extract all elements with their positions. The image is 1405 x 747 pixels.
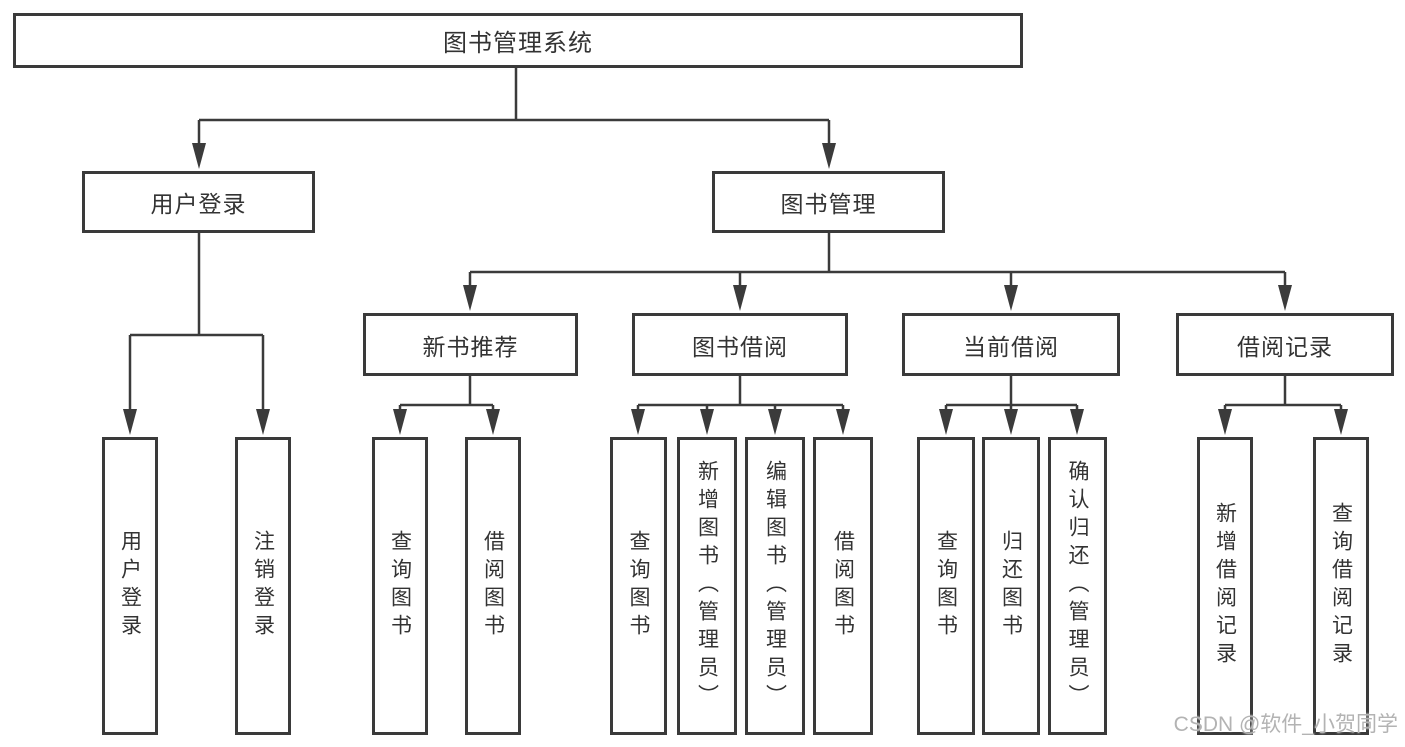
csdn-watermark: CSDN @软件_小贺同学 bbox=[1173, 713, 1398, 736]
leaf-current-confirm-return-admin: 确认归还（管理员） bbox=[1048, 437, 1107, 735]
node-user-login: 用户登录 bbox=[82, 171, 315, 233]
leaf-recommend-borrow-books: 借阅图书 bbox=[465, 437, 521, 735]
leaf-current-return-books: 归还图书 bbox=[982, 437, 1040, 735]
node-book-management: 图书管理 bbox=[712, 171, 945, 233]
node-label: 查询图书 bbox=[627, 530, 650, 642]
node-label: 编辑图书（管理员） bbox=[763, 460, 787, 712]
node-label: 借阅图书 bbox=[831, 530, 855, 642]
node-book-borrow: 图书借阅 bbox=[632, 313, 848, 376]
leaf-borrow-borrow-books: 借阅图书 bbox=[813, 437, 873, 735]
node-label: 确认归还（管理员） bbox=[1066, 460, 1089, 712]
node-label: 查询图书 bbox=[388, 530, 412, 642]
node-label: 注销登录 bbox=[251, 530, 275, 642]
node-label: 借阅图书 bbox=[481, 530, 505, 642]
leaf-user-login: 用户登录 bbox=[102, 437, 158, 735]
node-label: 新增图书（管理员） bbox=[695, 460, 719, 712]
node-label: 查询图书 bbox=[934, 530, 958, 642]
leaf-records-add-record: 新增借阅记录 bbox=[1197, 437, 1253, 735]
node-label: 图书借阅 bbox=[692, 333, 788, 360]
node-label: 新增借阅记录 bbox=[1213, 502, 1237, 670]
node-label: 用户登录 bbox=[118, 530, 142, 642]
node-label: 图书管理 bbox=[780, 191, 877, 217]
node-label: 新书推荐 bbox=[422, 333, 519, 360]
node-label: 图书管理系统 bbox=[443, 30, 593, 57]
node-library-management-system: 图书管理系统 bbox=[13, 13, 1023, 68]
leaf-logout: 注销登录 bbox=[235, 437, 291, 735]
leaf-borrow-query-books: 查询图书 bbox=[610, 437, 667, 735]
node-new-book-recommend: 新书推荐 bbox=[363, 313, 578, 376]
node-borrow-records: 借阅记录 bbox=[1176, 313, 1394, 376]
node-label: 归还图书 bbox=[999, 530, 1023, 642]
leaf-current-query-books: 查询图书 bbox=[917, 437, 975, 735]
leaf-recommend-query-books: 查询图书 bbox=[372, 437, 428, 735]
node-label: 用户登录 bbox=[150, 191, 247, 217]
node-label: 查询借阅记录 bbox=[1329, 502, 1353, 670]
leaf-borrow-edit-books-admin: 编辑图书（管理员） bbox=[745, 437, 805, 735]
node-label: 借阅记录 bbox=[1237, 333, 1333, 360]
leaf-records-query-record: 查询借阅记录 bbox=[1313, 437, 1369, 735]
leaf-borrow-add-books-admin: 新增图书（管理员） bbox=[677, 437, 737, 735]
node-current-borrow: 当前借阅 bbox=[902, 313, 1120, 376]
node-label: 当前借阅 bbox=[963, 333, 1059, 360]
